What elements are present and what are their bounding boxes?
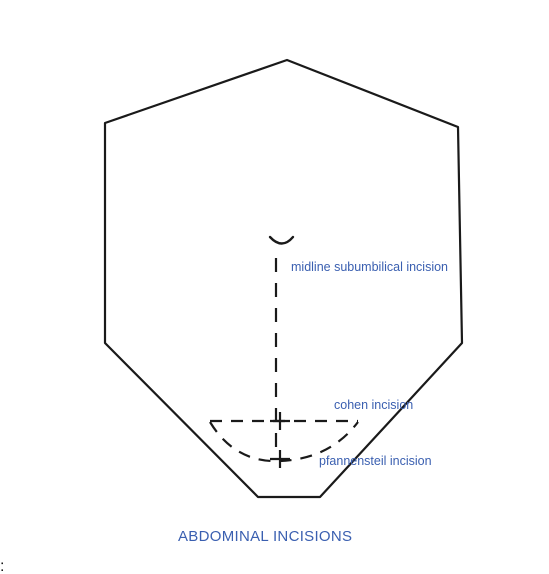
- abdomen-outline: [103, 58, 464, 499]
- pfannenstiel-incision-label: pfannensteil incision: [319, 454, 432, 468]
- midline-incision-label: midline subumbilical incision: [291, 260, 448, 274]
- umbilicus-mark: [268, 235, 295, 245]
- stray-colon-mark: :: [0, 558, 4, 574]
- pfannenstiel-cross-mark: [270, 450, 290, 468]
- cohen-incision-label: cohen incision: [334, 398, 413, 412]
- diagram-caption: ABDOMINAL INCISIONS: [178, 528, 352, 545]
- cohen-cross-mark: [270, 412, 290, 430]
